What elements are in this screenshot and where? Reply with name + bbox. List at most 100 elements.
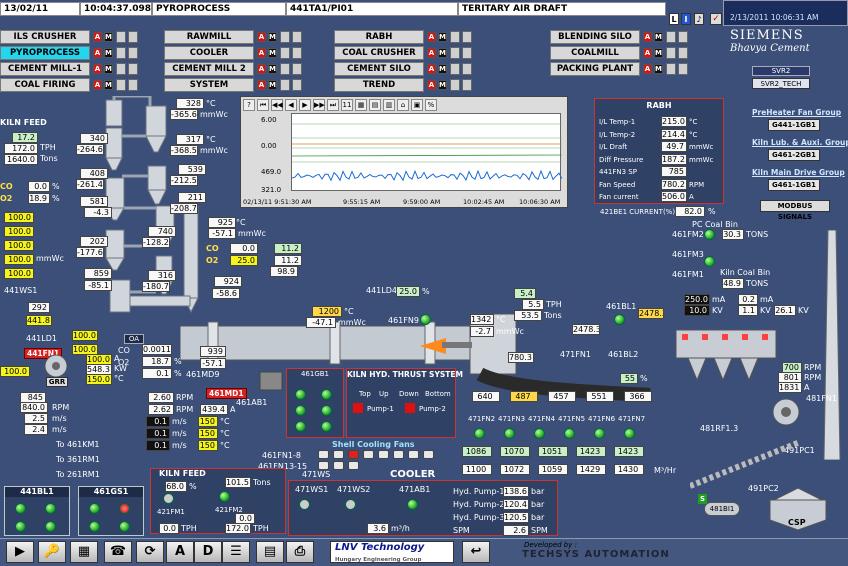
- trend-tool-2[interactable]: ◀◀: [271, 99, 283, 111]
- bl1-led-3[interactable]: [15, 521, 26, 532]
- footer-btn-7[interactable]: ☰: [222, 541, 250, 563]
- shell-fan-0[interactable]: [318, 450, 329, 459]
- ws1-icon[interactable]: [299, 499, 310, 510]
- nav-col2-3[interactable]: SYSTEM: [164, 78, 254, 92]
- modbus-signals-button[interactable]: MODBUS SIGNALS: [760, 200, 830, 221]
- gb1-led-3[interactable]: [295, 405, 306, 416]
- i-button[interactable]: I: [681, 13, 691, 25]
- shell-fan-2[interactable]: [348, 450, 359, 459]
- trend-tool-6[interactable]: ⏭: [327, 99, 339, 111]
- nav-extra-col4-2[interactable]: [666, 63, 676, 75]
- nav-col4-1[interactable]: COALMILL: [550, 46, 640, 60]
- to-461km1[interactable]: To 461KM1: [56, 440, 100, 449]
- fan-group-title-0[interactable]: PreHeater Fan Group: [752, 108, 842, 117]
- trend-tool-9[interactable]: ▤: [369, 99, 381, 111]
- gs1-led-2[interactable]: [119, 503, 130, 514]
- footer-btn-5[interactable]: A: [166, 541, 194, 563]
- trend-tool-12[interactable]: ▣: [411, 99, 423, 111]
- fn-tag[interactable]: 441FN1: [24, 348, 63, 359]
- grr-badge[interactable]: GRR: [46, 377, 68, 387]
- gs1-led-1[interactable]: [89, 503, 100, 514]
- fn9-indicator[interactable]: [420, 314, 431, 325]
- nav-extra2-col3-3[interactable]: [462, 79, 472, 91]
- footer-btn-8[interactable]: ▤: [256, 541, 284, 563]
- nav-extra-col3-0[interactable]: [450, 31, 460, 43]
- nav-col1-0[interactable]: ILS CRUSHER: [0, 30, 90, 44]
- fan-group-tag-0[interactable]: G441-1GB1: [768, 119, 820, 131]
- nav-extra2-col1-1[interactable]: [128, 47, 138, 59]
- fan-group-title-1[interactable]: Kiln Lub. & Auxi. Group: [752, 138, 848, 147]
- nav-extra-col1-0[interactable]: [116, 31, 126, 43]
- pump2-indicator[interactable]: [405, 403, 415, 413]
- cooler-fan-4[interactable]: [594, 428, 605, 439]
- nav-col4-2[interactable]: PACKING PLANT: [550, 62, 640, 76]
- nav-extra-col2-0[interactable]: [280, 31, 290, 43]
- trend-tool-0[interactable]: ?: [243, 99, 255, 111]
- shell-fan-5[interactable]: [393, 450, 404, 459]
- nav-extra-col2-2[interactable]: [280, 63, 290, 75]
- fan-group-tag-2[interactable]: G461-1GB1: [768, 179, 820, 191]
- nav-extra-col2-3[interactable]: [280, 79, 290, 91]
- cooler-fan-2[interactable]: [534, 428, 545, 439]
- nav-extra2-col2-1[interactable]: [292, 47, 302, 59]
- gb1-led-5[interactable]: [295, 421, 306, 432]
- gb1-led-2[interactable]: [321, 389, 332, 400]
- fm2-icon[interactable]: [219, 491, 230, 502]
- nav-extra2-col3-0[interactable]: [462, 31, 472, 43]
- nav-extra2-col2-2[interactable]: [292, 63, 302, 75]
- footer-btn-10[interactable]: ↩: [462, 541, 490, 563]
- nav-col2-1[interactable]: COOLER: [164, 46, 254, 60]
- nav-col2-0[interactable]: RAWMILL: [164, 30, 254, 44]
- bl1-indicator[interactable]: [614, 314, 625, 325]
- gs1-led-3[interactable]: [89, 521, 100, 532]
- trend-tool-4[interactable]: ▶: [299, 99, 311, 111]
- trend-tool-3[interactable]: ◀: [285, 99, 297, 111]
- gb1-led-4[interactable]: [321, 405, 332, 416]
- footer-btn-9[interactable]: ⎙: [286, 541, 314, 563]
- nav-extra2-col4-0[interactable]: [678, 31, 688, 43]
- trend-tool-7[interactable]: 11: [341, 99, 353, 111]
- nav-extra-col3-3[interactable]: [450, 79, 460, 91]
- fm1-icon[interactable]: [163, 493, 174, 504]
- to-361rm1[interactable]: To 361RM1: [56, 455, 100, 464]
- shell-fan-1[interactable]: [333, 450, 344, 459]
- shell-fan-7[interactable]: [423, 450, 434, 459]
- cooler-fan-3[interactable]: [564, 428, 575, 439]
- bell-icon[interactable]: ♪: [694, 13, 704, 25]
- nav-col3-3[interactable]: TREND: [334, 78, 424, 92]
- nav-col3-0[interactable]: RABH: [334, 30, 424, 44]
- shell-fan-b-2[interactable]: [348, 461, 359, 470]
- footer-btn-2[interactable]: ▦: [70, 541, 98, 563]
- nav-extra-col1-3[interactable]: [116, 79, 126, 91]
- nav-col1-2[interactable]: CEMENT MILL-1: [0, 62, 90, 76]
- nav-extra2-col1-0[interactable]: [128, 31, 138, 43]
- check-icon[interactable]: ✓: [710, 13, 722, 25]
- gs1-led-4[interactable]: [119, 521, 130, 532]
- gb1-led-1[interactable]: [295, 389, 306, 400]
- to-261rm1[interactable]: To 261RM1: [56, 470, 100, 479]
- gb1-led-6[interactable]: [321, 421, 332, 432]
- ws2-icon[interactable]: [345, 499, 356, 510]
- ab-icon[interactable]: [407, 499, 418, 510]
- trend-tool-13[interactable]: %: [425, 99, 437, 111]
- nav-extra-col4-0[interactable]: [666, 31, 676, 43]
- bl1-led-2[interactable]: [45, 503, 56, 514]
- cooler-fan-5[interactable]: [624, 428, 635, 439]
- nav-extra-col1-2[interactable]: [116, 63, 126, 75]
- pump1-indicator[interactable]: [353, 403, 363, 413]
- nav-extra2-col3-1[interactable]: [462, 47, 472, 59]
- trend-tool-11[interactable]: ⌂: [397, 99, 409, 111]
- trend-tool-10[interactable]: ▥: [383, 99, 395, 111]
- fan-group-title-2[interactable]: Kiln Main Drive Group: [752, 168, 845, 177]
- footer-btn-3[interactable]: ☎: [104, 541, 132, 563]
- nav-extra2-col4-1[interactable]: [678, 47, 688, 59]
- trend-tool-1[interactable]: ⏮: [257, 99, 269, 111]
- nav-extra-col3-2[interactable]: [450, 63, 460, 75]
- bl1-led-1[interactable]: [15, 503, 26, 514]
- nav-col3-1[interactable]: COAL CRUSHER: [334, 46, 424, 60]
- fan-group-tag-1[interactable]: G461-2GB1: [768, 149, 820, 161]
- trend-tool-8[interactable]: ▦: [355, 99, 367, 111]
- shell-fan-b-0[interactable]: [318, 461, 329, 470]
- fm3-icon[interactable]: [704, 256, 715, 267]
- nav-extra2-col1-3[interactable]: [128, 79, 138, 91]
